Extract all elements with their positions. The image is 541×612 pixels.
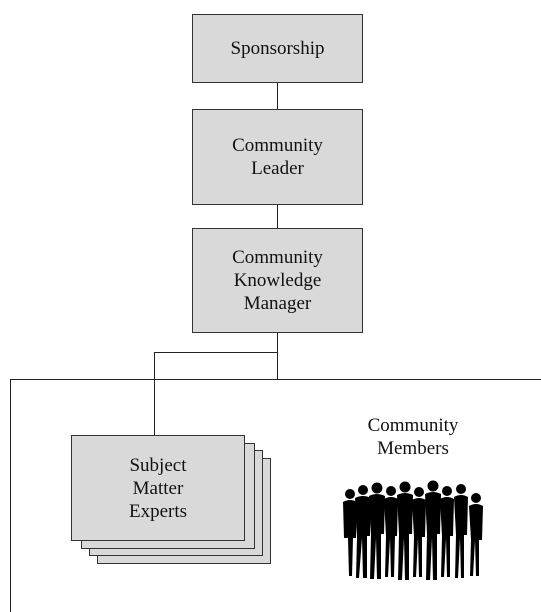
community-region-left-border	[10, 379, 11, 612]
community-knowledge-manager-box: Community Knowledge Manager	[192, 228, 363, 333]
sponsorship-box: Sponsorship	[192, 14, 363, 83]
community-leader-box: Community Leader	[192, 109, 363, 205]
community-members-label: Community Members	[367, 415, 459, 459]
connector-manager-down	[277, 332, 278, 380]
subject-matter-experts-box: Subject Matter Experts	[71, 435, 245, 541]
connector-sme-horizontal	[154, 352, 278, 353]
connector-sponsorship-leader	[277, 82, 278, 109]
community-region-top-border	[10, 379, 541, 380]
people-silhouette-icon	[343, 480, 483, 580]
connector-leader-manager	[277, 204, 278, 228]
connector-sme-vertical	[154, 352, 155, 436]
